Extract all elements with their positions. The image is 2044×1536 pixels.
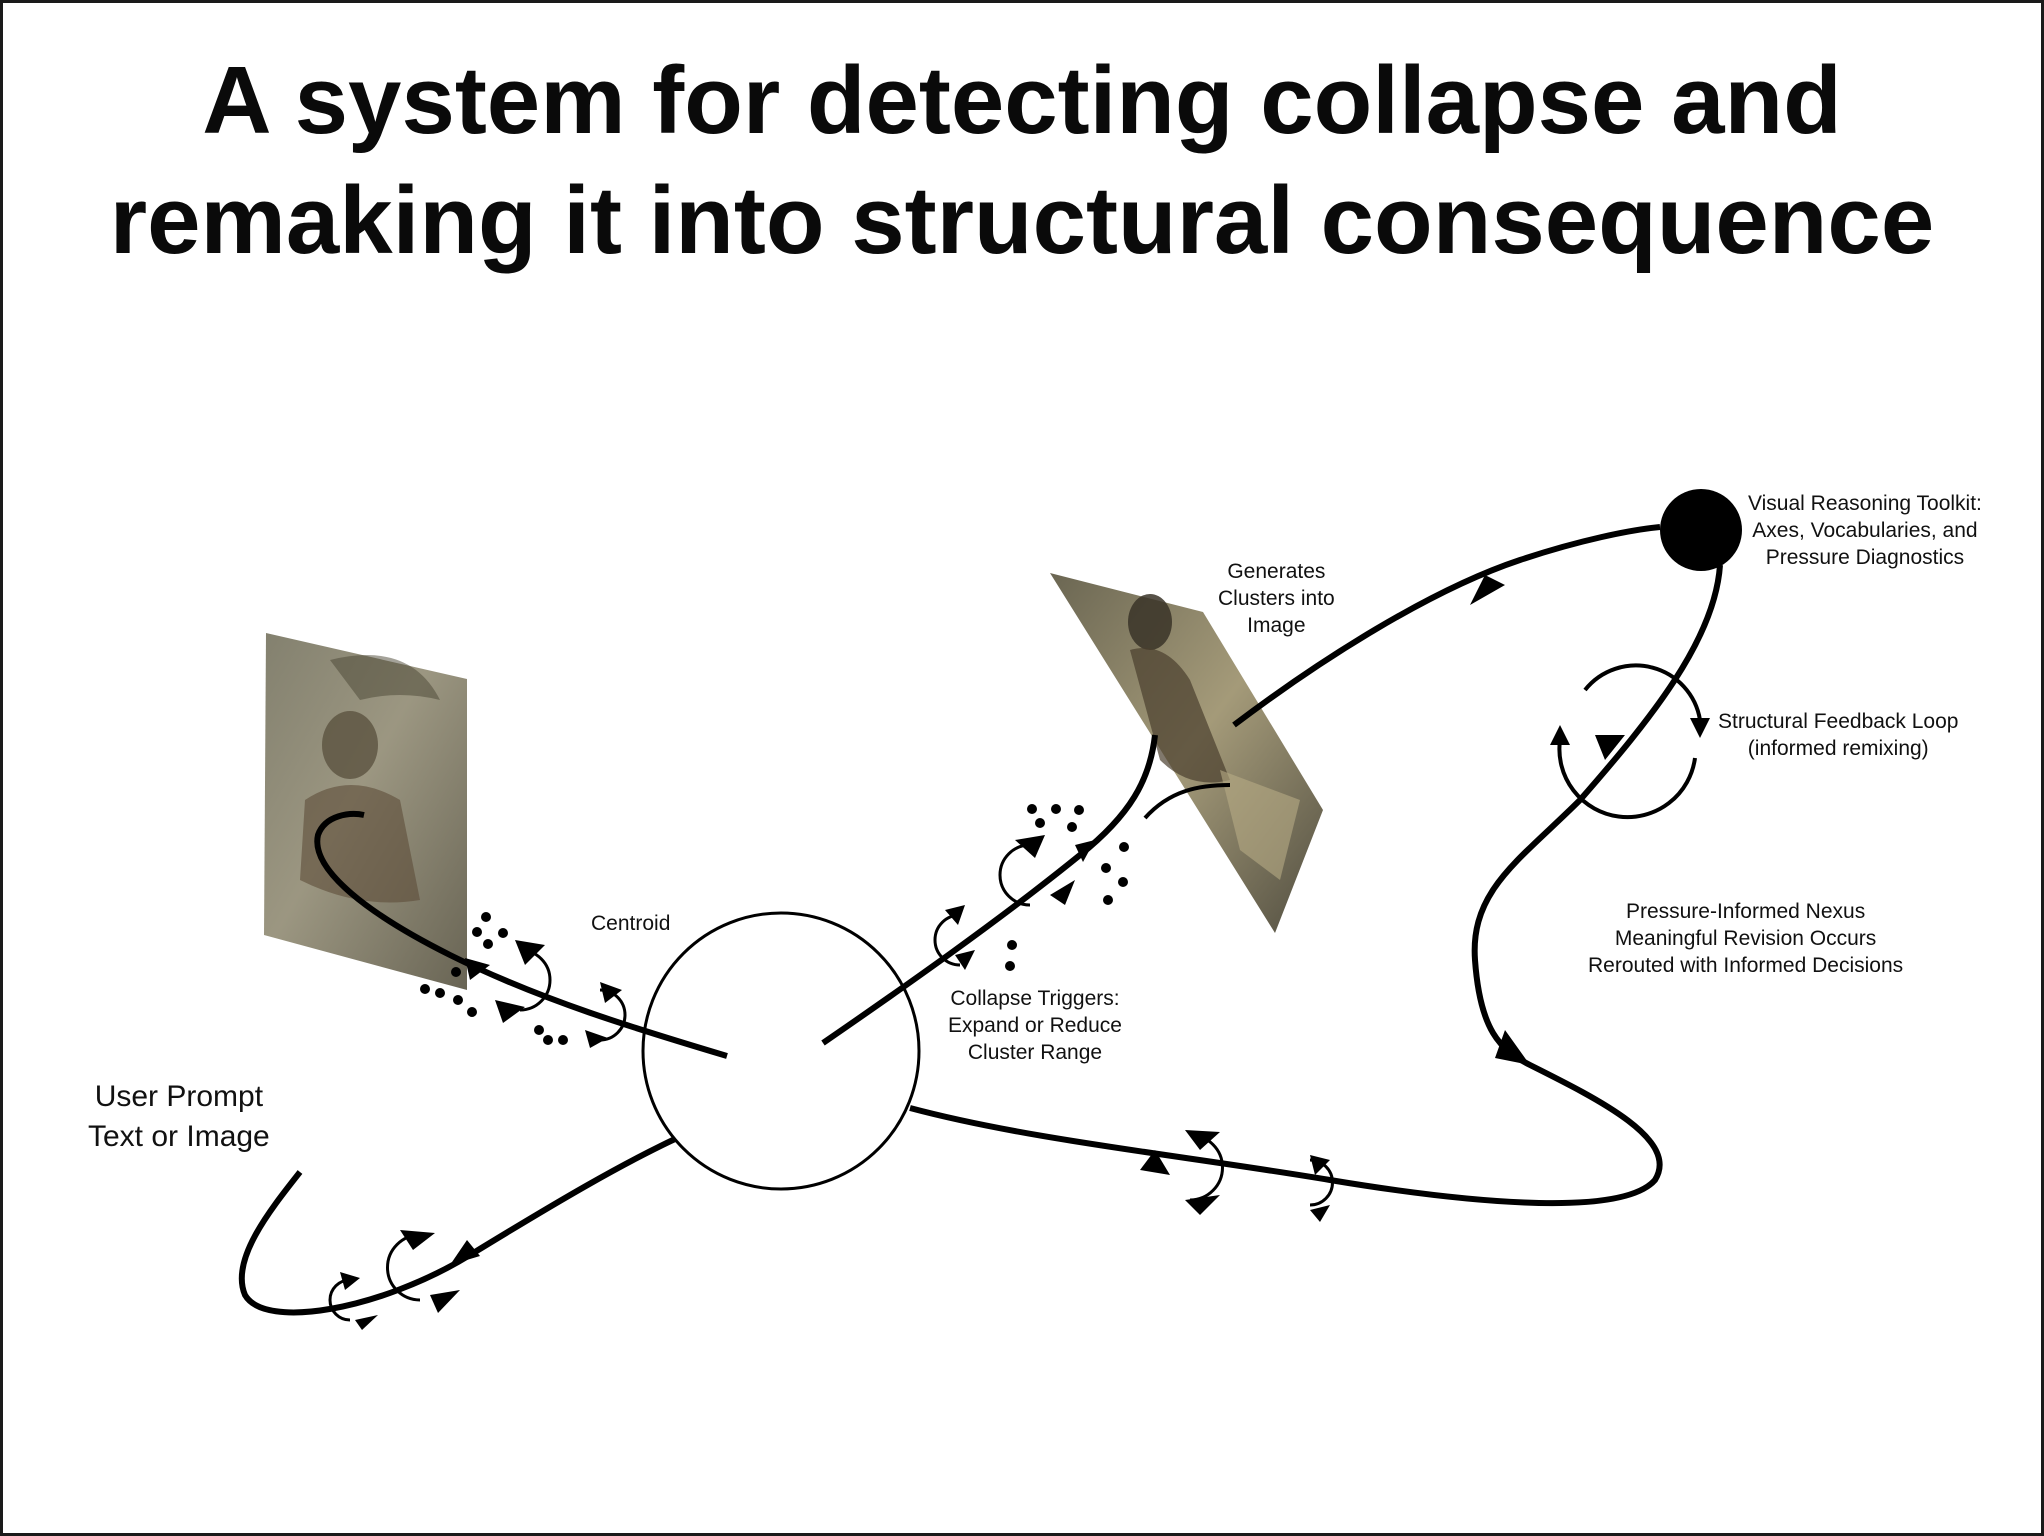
generates-label-line-3: Image xyxy=(1247,614,1306,637)
feedback-loop-label: Structural Feedback Loop (informed remix… xyxy=(1718,708,1958,762)
arrow-feedback-icon xyxy=(1595,735,1625,760)
nexus-label: Pressure-Informed Nexus Meaningful Revis… xyxy=(1588,898,1903,979)
local-loop-arrowheads xyxy=(340,835,1330,1330)
centroid-circle xyxy=(641,911,921,1191)
generates-label-line-2: Clusters into xyxy=(1218,587,1335,610)
generates-label-line-1: Generates xyxy=(1227,560,1326,583)
toolkit-label-line-3: Pressure Diagnostics xyxy=(1765,546,1965,569)
diagram-title-line-1: A system for detecting collapse and xyxy=(202,47,1842,154)
generates-label: Generates Clusters into Image xyxy=(1218,558,1335,639)
collapse-triggers-line-2: Expand or Reduce xyxy=(948,1014,1122,1037)
toolkit-node xyxy=(1660,489,1742,571)
nexus-label-line-3: Rerouted with Informed Decisions xyxy=(1588,954,1904,977)
feedback-loop-arc-bottom xyxy=(1557,739,1697,820)
nexus-label-line-1: Pressure-Informed Nexus xyxy=(1625,900,1866,923)
painting-figure-head xyxy=(322,711,378,779)
arrow-bottom-icon xyxy=(1140,1150,1170,1175)
feedback-loop-arrow-left-icon xyxy=(1550,725,1570,745)
painting-figure-head xyxy=(1128,594,1172,650)
user-prompt-line-1: User Prompt xyxy=(94,1080,264,1113)
collapse-triggers-label: Collapse Triggers: Expand or Reduce Clus… xyxy=(948,985,1122,1066)
toolkit-label: Visual Reasoning Toolkit: Axes, Vocabula… xyxy=(1748,490,1982,571)
feedback-loop-label-line-1: Structural Feedback Loop xyxy=(1718,710,1959,733)
toolkit-label-line-1: Visual Reasoning Toolkit: xyxy=(1748,492,1982,515)
scatter-dots-right xyxy=(1005,804,1129,971)
prompt-to-centroid-path xyxy=(238,1136,677,1316)
toolkit-label-line-2: Axes, Vocabularies, and xyxy=(1752,519,1978,542)
centroid-label: Centroid xyxy=(591,910,670,937)
user-prompt-line-2: Text or Image xyxy=(88,1120,270,1153)
centroid-to-right-painting-path xyxy=(821,734,1158,1046)
centroid-label-text: Centroid xyxy=(591,912,671,935)
boy-painting-left xyxy=(264,633,467,990)
collapse-triggers-line-3: Cluster Range xyxy=(967,1041,1103,1064)
user-prompt-label: User Prompt Text or Image xyxy=(88,1077,270,1157)
painting-figure-body xyxy=(1130,648,1230,783)
arrow-nexus-icon xyxy=(1495,1030,1530,1065)
scatter-dots-left xyxy=(420,912,568,1045)
feedback-loop-arrow-right-icon xyxy=(1690,718,1710,738)
feedback-loop-label-line-2: (informed remixing) xyxy=(1747,737,1929,760)
arrow-left-painting-icon xyxy=(465,958,490,980)
diagram-title-line-2: remaking it into structural consequence xyxy=(109,167,1935,274)
feedback-loop-arc-top xyxy=(1583,663,1702,721)
painting-to-toolkit-path xyxy=(1232,524,1661,728)
arrow-prompt-icon xyxy=(450,1240,480,1265)
arrow-right-painting-icon xyxy=(1075,840,1095,862)
painting-tree xyxy=(330,655,440,700)
nexus-label-line-2: Meaningful Revision Occurs xyxy=(1614,927,1877,950)
feedback-return-path xyxy=(909,564,1723,1207)
branch-fork xyxy=(1143,783,1231,820)
painting-canvas xyxy=(1220,770,1300,880)
arrow-to-toolkit-icon xyxy=(1470,575,1505,605)
boy-painting-right xyxy=(1050,573,1323,933)
collapse-triggers-line-1: Collapse Triggers: xyxy=(950,987,1120,1010)
